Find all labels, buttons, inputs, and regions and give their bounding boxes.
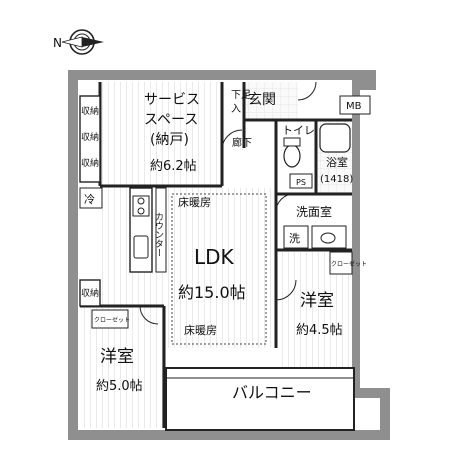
storage-label-1: 収納 xyxy=(81,105,99,117)
closet-east-label: クローゼット xyxy=(331,260,367,268)
senmen-label: 洗面室 xyxy=(296,204,332,219)
floor-heat-label-bottom: 床暖房 xyxy=(184,323,217,337)
ps-label: PS xyxy=(296,178,306,187)
shoeire-line2: 入 xyxy=(231,104,241,115)
compass-north-label: N xyxy=(53,36,62,50)
bathtub xyxy=(319,123,351,153)
fridge-label: 冷 xyxy=(84,193,95,206)
closet-east xyxy=(329,251,353,275)
fridge-space xyxy=(79,187,103,209)
mb-box xyxy=(339,95,371,115)
storage-west-top xyxy=(79,95,101,183)
burner-icon xyxy=(137,207,145,215)
doors xyxy=(139,81,317,325)
closet-west xyxy=(91,309,129,329)
service-space-line2: スペース xyxy=(144,112,198,128)
east-room-size: 約4.5帖 xyxy=(296,323,343,338)
washbasin-icon xyxy=(320,232,336,244)
west-room-size: 約5.0帖 xyxy=(96,379,143,394)
kitchen-cooktop xyxy=(132,195,150,217)
storage-label-2: 収納 xyxy=(81,131,99,143)
rouka-label: 廊下 xyxy=(232,136,252,149)
closet-west-label: クローゼット xyxy=(94,316,130,324)
sen-label: 洗 xyxy=(289,232,300,245)
ldk-size: 約15.0帖 xyxy=(178,283,246,302)
counter-label: カウンター xyxy=(153,212,164,257)
ps-box xyxy=(289,173,313,189)
ldk-label: LDK xyxy=(194,245,235,269)
toilet-label: トイレ xyxy=(282,124,315,137)
service-space-floor xyxy=(100,82,222,186)
counter-bar xyxy=(155,187,167,273)
storage-label-3: 収納 xyxy=(81,157,99,169)
burner-icon xyxy=(137,197,145,205)
genkan-floor xyxy=(246,82,298,120)
washbasin-counter xyxy=(311,225,347,249)
service-space-size: 約6.2帖 xyxy=(150,159,197,174)
bath-label: 浴室 xyxy=(326,155,348,169)
storage-label-4: 収納 xyxy=(81,287,99,299)
storage-west-mid xyxy=(79,279,101,307)
kitchen-counter xyxy=(129,187,153,273)
floor-heating-area xyxy=(171,193,267,345)
genkan-label: 玄関 xyxy=(248,91,276,108)
balcony-label: バルコニー xyxy=(232,383,312,402)
service-space-line3: (納戸) xyxy=(150,132,189,148)
toilet-icon xyxy=(283,144,301,168)
shoeire-line1: 下足 xyxy=(231,89,251,101)
washer-space xyxy=(283,225,309,249)
floor-heat-label-top: 床暖房 xyxy=(178,195,211,209)
east-room-label: 洋室 xyxy=(300,291,334,311)
service-space-line1: サービス xyxy=(144,92,200,108)
mb-label: MB xyxy=(346,101,362,112)
north-compass-icon: N xyxy=(53,29,104,55)
bath-size: (1418) xyxy=(320,174,353,185)
toilet-tank xyxy=(283,137,301,147)
west-room-label: 洋室 xyxy=(100,347,134,367)
kitchen-sink xyxy=(133,235,149,259)
